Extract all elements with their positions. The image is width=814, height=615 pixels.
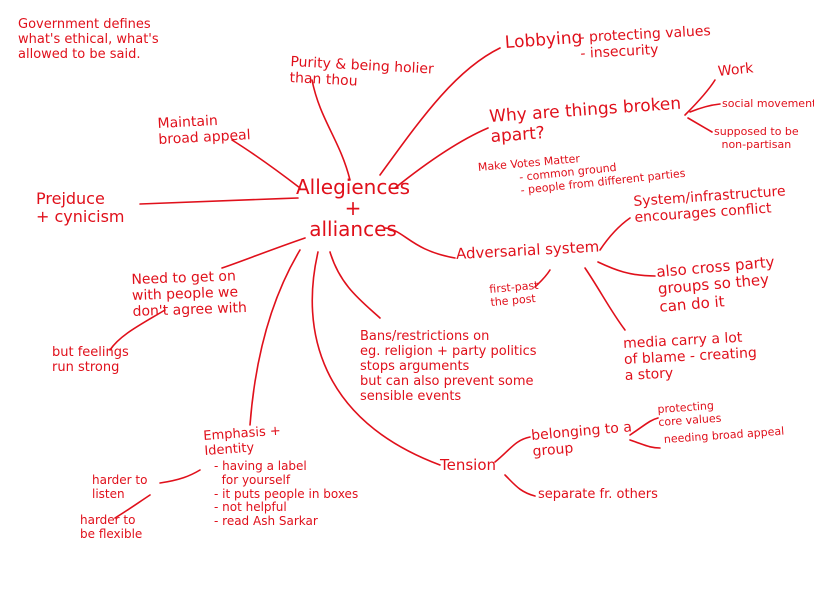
link-center-emphasis (249, 249, 301, 426)
node-supposed-non-partisan: supposed to be non-partisan (714, 125, 799, 151)
node-maintain-broad-appeal: Maintain broad appeal (157, 112, 251, 149)
node-prejudice: Prejduce + cynicism (36, 189, 125, 227)
node-need-get-on: Need to get on with people we don't agre… (131, 268, 248, 321)
node-bans-restrictions: Bans/restrictions on eg. religion + part… (360, 329, 537, 404)
link-center-tension (311, 251, 441, 466)
node-social-movements: social movements (722, 97, 814, 110)
node-harder-flexible: harder to be flexible (80, 513, 143, 541)
node-government-defines: Government defines what's ethical, what'… (18, 17, 159, 62)
link-belonging-protect (629, 417, 659, 436)
node-cross-party: also cross party groups so they can do i… (655, 252, 776, 316)
node-harder-listen: harder to listen (92, 473, 148, 501)
node-lobbying-details: - protecting values - insecurity (579, 23, 712, 63)
node-first-past-post: first-past the post (488, 278, 539, 309)
link-tension-belonging (494, 436, 531, 463)
link-tension-separate (504, 474, 536, 497)
link-adv-system (599, 217, 631, 251)
link-center-adversarial (384, 227, 456, 259)
node-center-allegiences: Allegiences + alliances (296, 175, 411, 241)
node-tension: Tension (440, 456, 497, 474)
link-center-lobbying (379, 47, 501, 176)
link-adv-first (534, 269, 551, 288)
node-identity-details: - having a label for yourself - it puts … (214, 459, 359, 529)
node-separate-others: separate fr. others (538, 487, 658, 502)
link-emph-listen (159, 469, 201, 484)
link-center-bans (329, 251, 381, 319)
node-protecting-core: protecting core values (657, 399, 722, 429)
link-belonging-needing (629, 439, 661, 449)
link-listen-flexible (114, 494, 151, 519)
link-need-feelings (109, 309, 166, 351)
node-media-blame: media carry a lot of blame - creating a … (622, 329, 758, 385)
link-center-purity (311, 79, 351, 181)
node-but-feelings: but feelings run strong (52, 345, 129, 375)
link-why-social (689, 103, 721, 113)
link-why-work (684, 79, 716, 116)
link-adv-cross (597, 261, 656, 277)
link-center-prejudice (139, 197, 299, 205)
link-center-maintain (231, 139, 301, 189)
link-why-supposed (687, 117, 713, 133)
link-center-need (221, 237, 306, 269)
node-emphasis-identity: Emphasis + Identity (202, 423, 282, 459)
link-center-why (394, 127, 489, 189)
link-adv-media (584, 267, 626, 331)
